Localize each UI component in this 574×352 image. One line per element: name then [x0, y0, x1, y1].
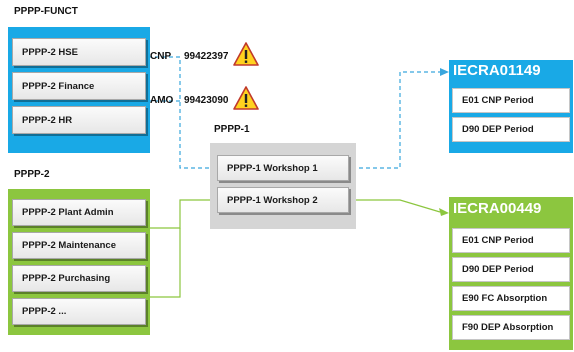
workshop1-to-iecra01149-line	[352, 71, 440, 169]
iecra00449-item-d90[interactable]: D90 DEP Period	[452, 257, 570, 282]
amo-warning-icon	[233, 86, 259, 110]
iecra00449-item-e90[interactable]: E90 FC Absorption	[452, 286, 570, 311]
funct-item-hr[interactable]: PPPP-2 HR	[12, 106, 146, 134]
pppp2-group-connector-line	[148, 199, 210, 229]
pppp2-item-purchasing[interactable]: PPPP-2 Purchasing	[12, 265, 146, 292]
amo-label: AMO	[150, 95, 174, 106]
pppp2-item-more[interactable]: PPPP-2 ...	[12, 298, 146, 325]
cnp-warning-icon	[233, 42, 259, 66]
pppp2-group-title: PPPP-2	[14, 169, 50, 180]
iecra01149-arrowhead	[440, 68, 449, 76]
iecra00449-item-e01[interactable]: E01 CNP Period	[452, 228, 570, 253]
iecra00449-arrowhead	[439, 208, 449, 216]
iecra00449-title: IECRA00449	[453, 200, 542, 217]
iecra01149-item-d90[interactable]: D90 DEP Period	[452, 117, 570, 142]
pppp2-item-maintenance[interactable]: PPPP-2 Maintenance	[12, 232, 146, 259]
iecra01149-title: IECRA01149	[453, 62, 541, 79]
pppp1-item-workshop-2[interactable]: PPPP-1 Workshop 2	[217, 187, 349, 213]
pppp1-item-workshop-1[interactable]: PPPP-1 Workshop 1	[217, 155, 349, 181]
funct-group-title: PPPP-FUNCT	[14, 6, 78, 17]
pppp2-lower-connector-line	[148, 228, 181, 298]
cnp-value: 99422397	[184, 51, 229, 62]
funct-item-finance[interactable]: PPPP-2 Finance	[12, 72, 146, 100]
cnp-connector-line	[148, 56, 210, 169]
funct-item-hse[interactable]: PPPP-2 HSE	[12, 38, 146, 66]
amo-value: 99423090	[184, 95, 229, 106]
iecra00449-item-f90[interactable]: F90 DEP Absorption	[452, 315, 570, 340]
workshop2-to-iecra00449-line	[352, 199, 441, 213]
iecra01149-item-e01[interactable]: E01 CNP Period	[452, 88, 570, 113]
cnp-label: CNP	[150, 51, 172, 62]
pppp2-item-plant-admin[interactable]: PPPP-2 Plant Admin	[12, 199, 146, 226]
pppp1-group-title: PPPP-1	[214, 124, 250, 135]
